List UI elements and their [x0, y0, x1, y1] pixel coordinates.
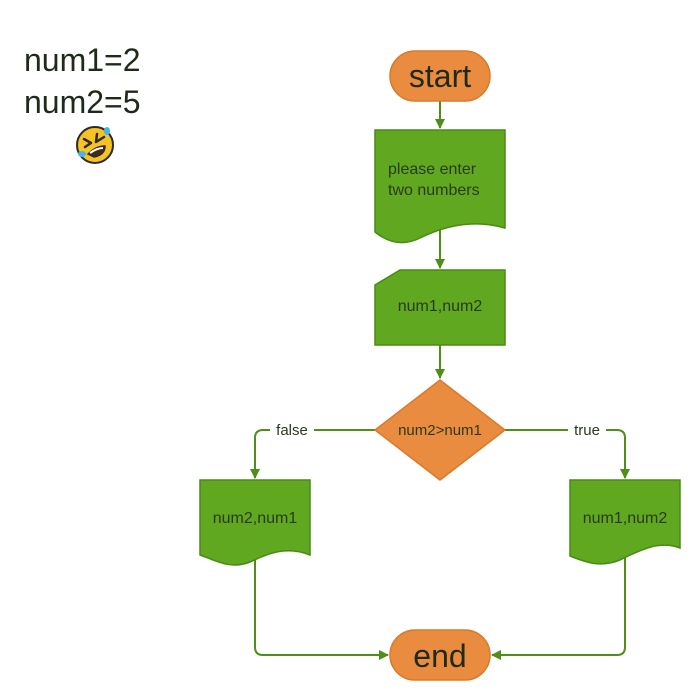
decision-label: num2>num1 [398, 422, 482, 439]
rolling-laughing-emoji-icon [76, 126, 114, 164]
prompt-line1: please enter [388, 161, 477, 178]
end-label: end [413, 638, 466, 674]
prompt-document-node [374, 129, 506, 244]
connector-decision-true [505, 429, 630, 479]
input-label: num1,num2 [398, 298, 483, 315]
output-true-label: num1,num2 [583, 510, 668, 527]
true-label: true [574, 422, 600, 439]
connector-false-to-end [254, 555, 389, 660]
connector-true-to-end [491, 557, 626, 660]
connector-decision-false [250, 429, 375, 479]
connectors [250, 101, 630, 660]
output-true-node [569, 479, 681, 565]
false-label: false [276, 422, 308, 439]
output-false-label: num2,num1 [213, 510, 298, 527]
input-node [374, 269, 506, 346]
prompt-line2: two numbers [388, 182, 480, 199]
note-num1: num1=2 [24, 42, 141, 78]
start-label: start [409, 58, 471, 94]
decision-node [373, 379, 507, 481]
output-false-node [199, 479, 311, 566]
true-label-bg [568, 420, 606, 440]
false-label-bg [270, 420, 314, 440]
end-node [389, 629, 491, 681]
note-num2: num2=5 [24, 84, 141, 120]
start-node [389, 50, 491, 102]
